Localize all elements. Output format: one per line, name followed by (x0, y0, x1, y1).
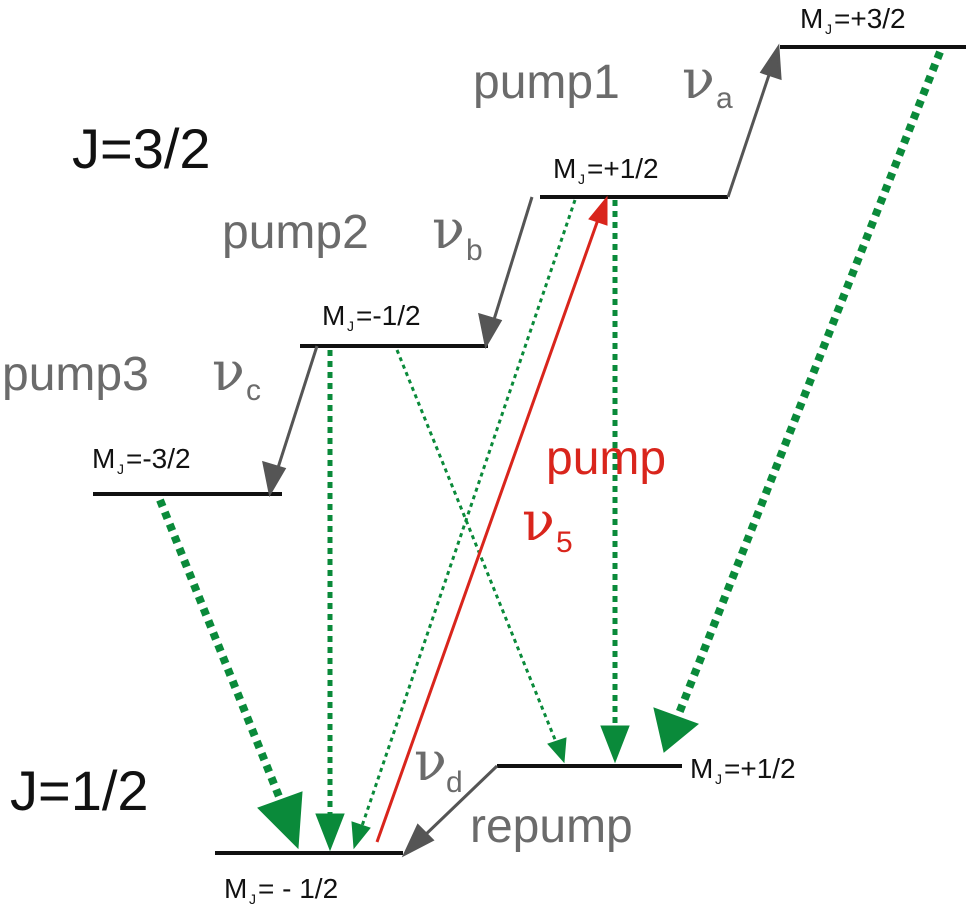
pump-arrows (262, 43, 782, 858)
mj-sub: J (578, 171, 585, 187)
j-lower-label: J=1/2 (10, 759, 149, 822)
pump3-subscript: c (246, 374, 261, 407)
mj-m: M (224, 873, 247, 904)
repump-label: ν d repump (414, 730, 633, 853)
mj-m: M (553, 153, 576, 184)
mj-m: M (92, 443, 115, 474)
pump2-arrow (478, 196, 534, 350)
mj-label-lower-minus-1-2: M J = - 1/2 (224, 873, 338, 907)
mj-value: =+1/2 (724, 753, 796, 784)
pump1-subscript: a (716, 82, 733, 115)
repump-word: repump (470, 800, 633, 853)
mj-m: M (800, 3, 823, 34)
mj-label-upper-plus-1-2: M J =+1/2 (553, 153, 659, 187)
decay-from-plus-1-2-diagonal (351, 199, 577, 850)
red-pump-subscript: 5 (556, 526, 573, 559)
mj-value: =+1/2 (587, 153, 659, 184)
pump1-word: pump1 (473, 56, 620, 109)
decay-from-minus-3-2 (156, 498, 303, 850)
mj-sub: J (347, 318, 354, 334)
mj-sub: J (117, 461, 124, 477)
repump-subscript: d (446, 766, 463, 799)
mj-label-upper-plus-3-2: M J =+3/2 (800, 3, 906, 37)
mj-label-lower-plus-1-2: M J =+1/2 (690, 753, 796, 787)
decay-arrows (156, 50, 944, 852)
red-pump-word: pump (546, 432, 666, 485)
pump3-nu: ν (212, 340, 245, 403)
pump2-label: pump2 ν b (222, 198, 483, 267)
red-pump-nu: ν (522, 490, 555, 553)
mj-value: =-3/2 (126, 443, 191, 474)
decay-from-minus-1-2-diagonal (395, 349, 567, 764)
pump2-subscript: b (466, 234, 483, 267)
pump2-word: pump2 (222, 206, 369, 259)
mj-sub: J (825, 21, 832, 37)
mj-label-upper-minus-3-2: M J =-3/2 (92, 443, 191, 477)
pump3-arrow (262, 345, 319, 498)
pump2-nu: ν (432, 198, 465, 261)
mj-value: =-1/2 (356, 300, 421, 331)
pump3-label: pump3 ν c (2, 340, 261, 407)
pump3-word: pump3 (2, 348, 149, 401)
red-pump-arrow (375, 195, 608, 843)
pump1-arrow (726, 43, 782, 198)
mj-label-upper-minus-1-2: M J =-1/2 (322, 300, 421, 334)
red-pump-label: pump ν 5 (522, 432, 666, 559)
j-upper-label: J=3/2 (72, 117, 211, 180)
pump1-nu: ν (682, 48, 715, 111)
mj-m: M (690, 753, 713, 784)
mj-sub: J (715, 771, 722, 787)
decay-from-minus-1-2-vertical (315, 350, 345, 852)
mj-sub: J (249, 891, 256, 907)
decay-from-plus-3-2 (653, 50, 944, 753)
mj-m: M (322, 300, 345, 331)
energy-levels (93, 45, 966, 855)
decay-from-plus-1-2-vertical (600, 200, 630, 764)
repump-nu: ν (414, 730, 447, 793)
repump-arrow (401, 764, 499, 858)
mj-value: =+3/2 (834, 3, 906, 34)
pump1-label: pump1 ν a (473, 48, 733, 115)
mj-value: = - 1/2 (258, 873, 338, 904)
